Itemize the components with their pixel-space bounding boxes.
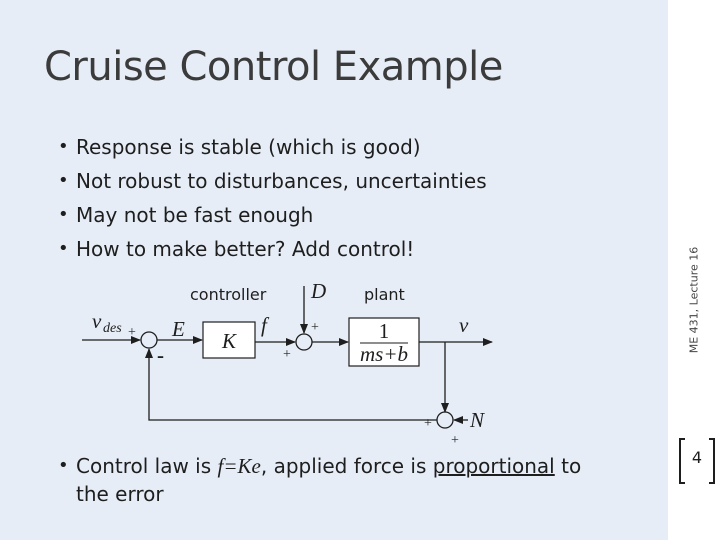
control-law-bullet: Control law is f=Ke, applied force is pr… (58, 452, 581, 508)
sum2-plus-bottom: + (283, 347, 291, 362)
gain-label: K (221, 329, 237, 353)
control-law-equation: f=Ke (217, 454, 261, 478)
slide-title: Cruise Control Example (44, 44, 503, 90)
controller-label: controller (190, 285, 267, 304)
page-number: 4 (691, 448, 703, 467)
noise-label: N (469, 408, 485, 432)
plant-label: plant (364, 285, 405, 304)
plant-numerator: 1 (379, 319, 390, 343)
control-law-middle: , applied force is (260, 454, 433, 478)
control-law-prefix: Control law is (76, 454, 218, 478)
right-sidebar (668, 0, 720, 540)
summing-junction-2 (295, 333, 313, 351)
sum2-plus-top: + (311, 320, 319, 335)
control-law-line2: the error (76, 482, 164, 506)
feedback-return (145, 348, 437, 421)
sum1-minus: - (157, 343, 164, 367)
input-label: v (92, 309, 102, 333)
summing-junction-1 (140, 331, 158, 349)
output-label: v (459, 313, 469, 337)
bullet-list: Response is stable (which is good) Not r… (58, 130, 487, 266)
sum1-plus: + (128, 325, 136, 340)
bullet-item: Not robust to disturbances, uncertaintie… (58, 164, 487, 198)
bullet-item: May not be fast enough (58, 198, 487, 232)
page-number-brackets (679, 438, 715, 484)
bullet-item: Response is stable (which is good) (58, 130, 487, 164)
error-label: E (171, 317, 185, 341)
plant-block (348, 317, 420, 367)
control-law-suffix: to (554, 454, 582, 478)
input-subscript: des (103, 321, 122, 336)
force-label: f (261, 313, 270, 337)
gain-block (202, 321, 256, 359)
plant-denominator: ms+b (360, 342, 408, 366)
course-label: ME 431, Lecture 16 (687, 246, 701, 354)
summing-junction-3 (436, 411, 454, 429)
proportional-term: proportional (432, 454, 555, 478)
sum3-plus-bottom: + (451, 433, 459, 448)
disturbance-label: D (310, 279, 326, 303)
bullet-item: How to make better? Add control! (58, 232, 487, 266)
sum3-plus-top: + (424, 416, 432, 431)
block-diagram: controller plant D v des + - E K f + + 1… (82, 279, 493, 448)
